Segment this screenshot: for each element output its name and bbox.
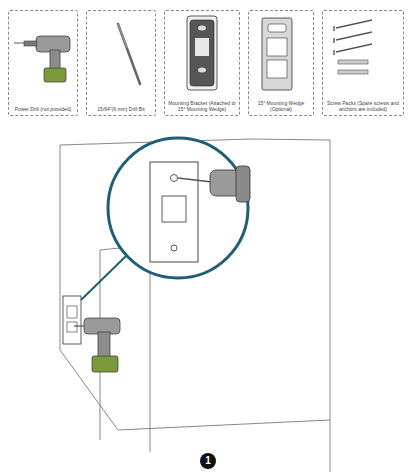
part-caption: 15° Mounting Wedge (Optional)	[252, 100, 310, 112]
wedge-icon	[262, 18, 292, 90]
step-number-circle: 1	[200, 453, 216, 469]
bracket-icon	[187, 16, 217, 90]
part-box: Screw Packs (Spare screws and anchors ar…	[322, 10, 404, 116]
screws-icon	[334, 20, 372, 74]
magnifier-detail	[108, 138, 250, 278]
drill-icon	[14, 36, 70, 82]
step-number: 1	[200, 453, 216, 469]
part-box: Power Drill (not provided)	[8, 10, 78, 116]
part-box: 15/64"(6 mm) Drill Bit	[86, 10, 156, 116]
room-lines	[60, 139, 330, 472]
part-box: 15° Mounting Wedge (Optional)	[248, 10, 314, 116]
part-box: Mounting Bracket (Attached to 15° Mounti…	[164, 10, 240, 116]
part-caption: Mounting Bracket (Attached to 15° Mounti…	[168, 100, 236, 112]
drill-bit-icon	[118, 24, 140, 84]
part-caption: Screw Packs (Spare screws and anchors ar…	[326, 100, 400, 112]
part-caption: 15/64"(6 mm) Drill Bit	[90, 106, 152, 112]
magnifier-leader	[81, 256, 126, 300]
part-caption: Power Drill (not provided)	[12, 106, 74, 112]
wall-bracket	[63, 296, 81, 344]
wall-drill	[74, 318, 120, 372]
